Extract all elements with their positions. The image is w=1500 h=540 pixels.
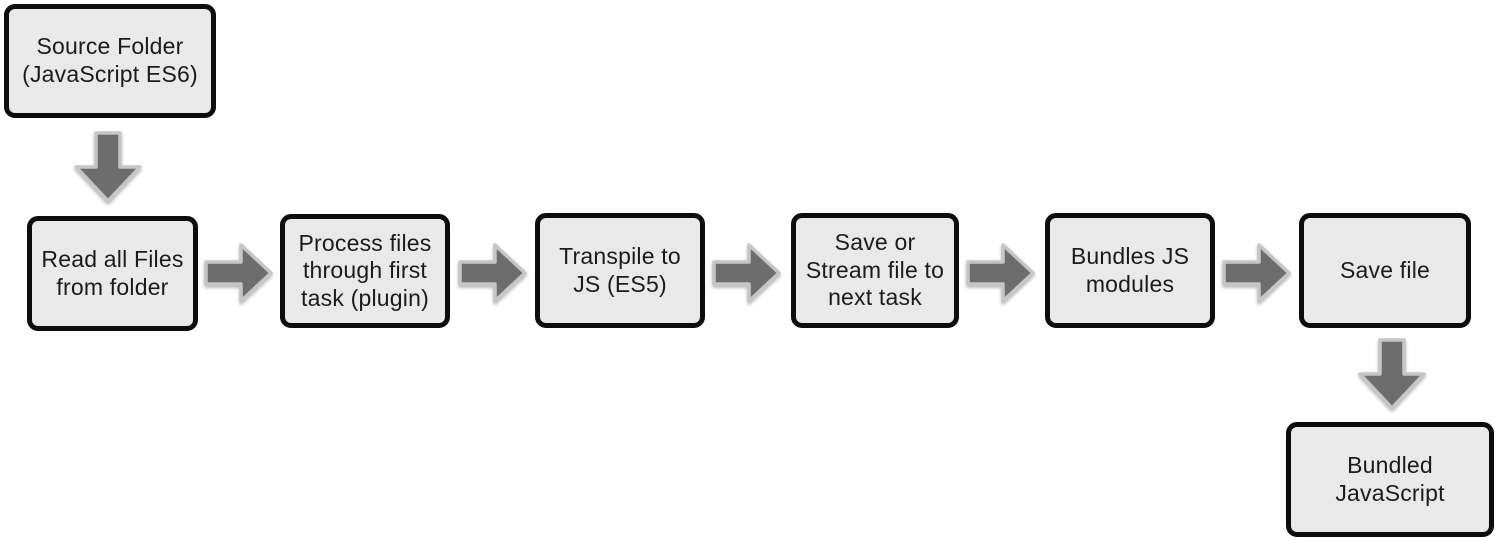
arrow-down-icon [74,131,142,203]
arrow-right-icon [712,243,781,303]
arrow-right-icon [204,243,273,303]
node-bundle-modules-label: Bundles JS modules [1070,242,1190,297]
node-bundled-js: Bundled JavaScript [1286,422,1494,537]
node-save-or-stream-label: Save or Stream file to next task [805,229,945,311]
node-read-files: Read all Files from folder [27,216,198,331]
node-source-folder-label: Source Folder (JavaScript ES6) [22,33,198,87]
node-process-files-label: Process files through first task (plugin… [298,229,432,311]
node-save-file-label: Save file [1339,256,1430,283]
node-process-files: Process files through first task (plugin… [280,214,450,328]
node-read-files-label: Read all Files from folder [41,245,184,300]
arrow-right-icon [458,243,527,303]
node-transpile: Transpile to JS (ES5) [535,213,705,328]
node-bundled-js-label: Bundled JavaScript [1335,451,1445,506]
node-transpile-label: Transpile to JS (ES5) [559,242,681,297]
arrow-right-icon [1222,243,1291,303]
node-save-or-stream: Save or Stream file to next task [791,213,959,328]
node-bundle-modules: Bundles JS modules [1045,213,1215,328]
node-save-file: Save file [1299,213,1471,328]
arrow-down-icon [1358,338,1426,410]
node-source-folder: Source Folder (JavaScript ES6) [4,4,216,118]
arrow-right-icon [966,243,1035,303]
